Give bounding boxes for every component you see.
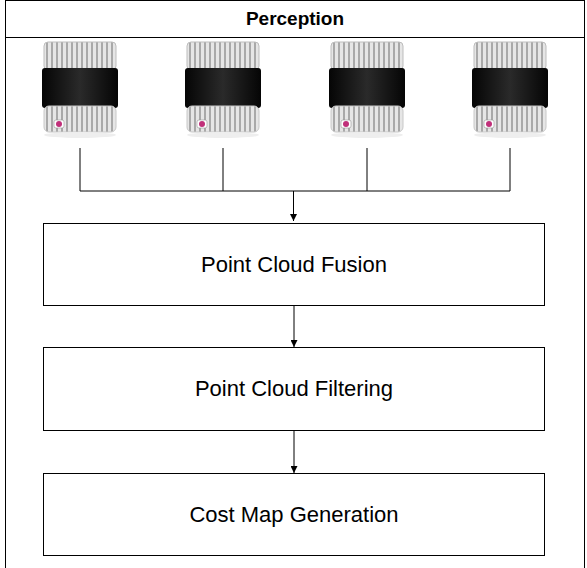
sensor-wires (80, 148, 510, 221)
group-title: Perception (246, 8, 344, 30)
group-box: PerceptionPoint Cloud FusionPoint Cloud … (5, 0, 585, 568)
process-box: Point Cloud Fusion (43, 223, 545, 306)
box-label: Point Cloud Filtering (183, 376, 405, 402)
box-label: Point Cloud Fusion (189, 252, 399, 278)
flow-arrow (294, 306, 295, 347)
flow-arrow (294, 431, 295, 473)
box-label: Cost Map Generation (177, 502, 410, 528)
lidar-sensor (185, 42, 261, 138)
lidar-sensor (42, 42, 118, 138)
process-box: Cost Map Generation (43, 473, 545, 556)
lidar-sensor (329, 42, 405, 138)
group-header: Perception (6, 1, 584, 38)
lidar-sensor (472, 42, 548, 138)
process-box: Point Cloud Filtering (43, 347, 545, 431)
